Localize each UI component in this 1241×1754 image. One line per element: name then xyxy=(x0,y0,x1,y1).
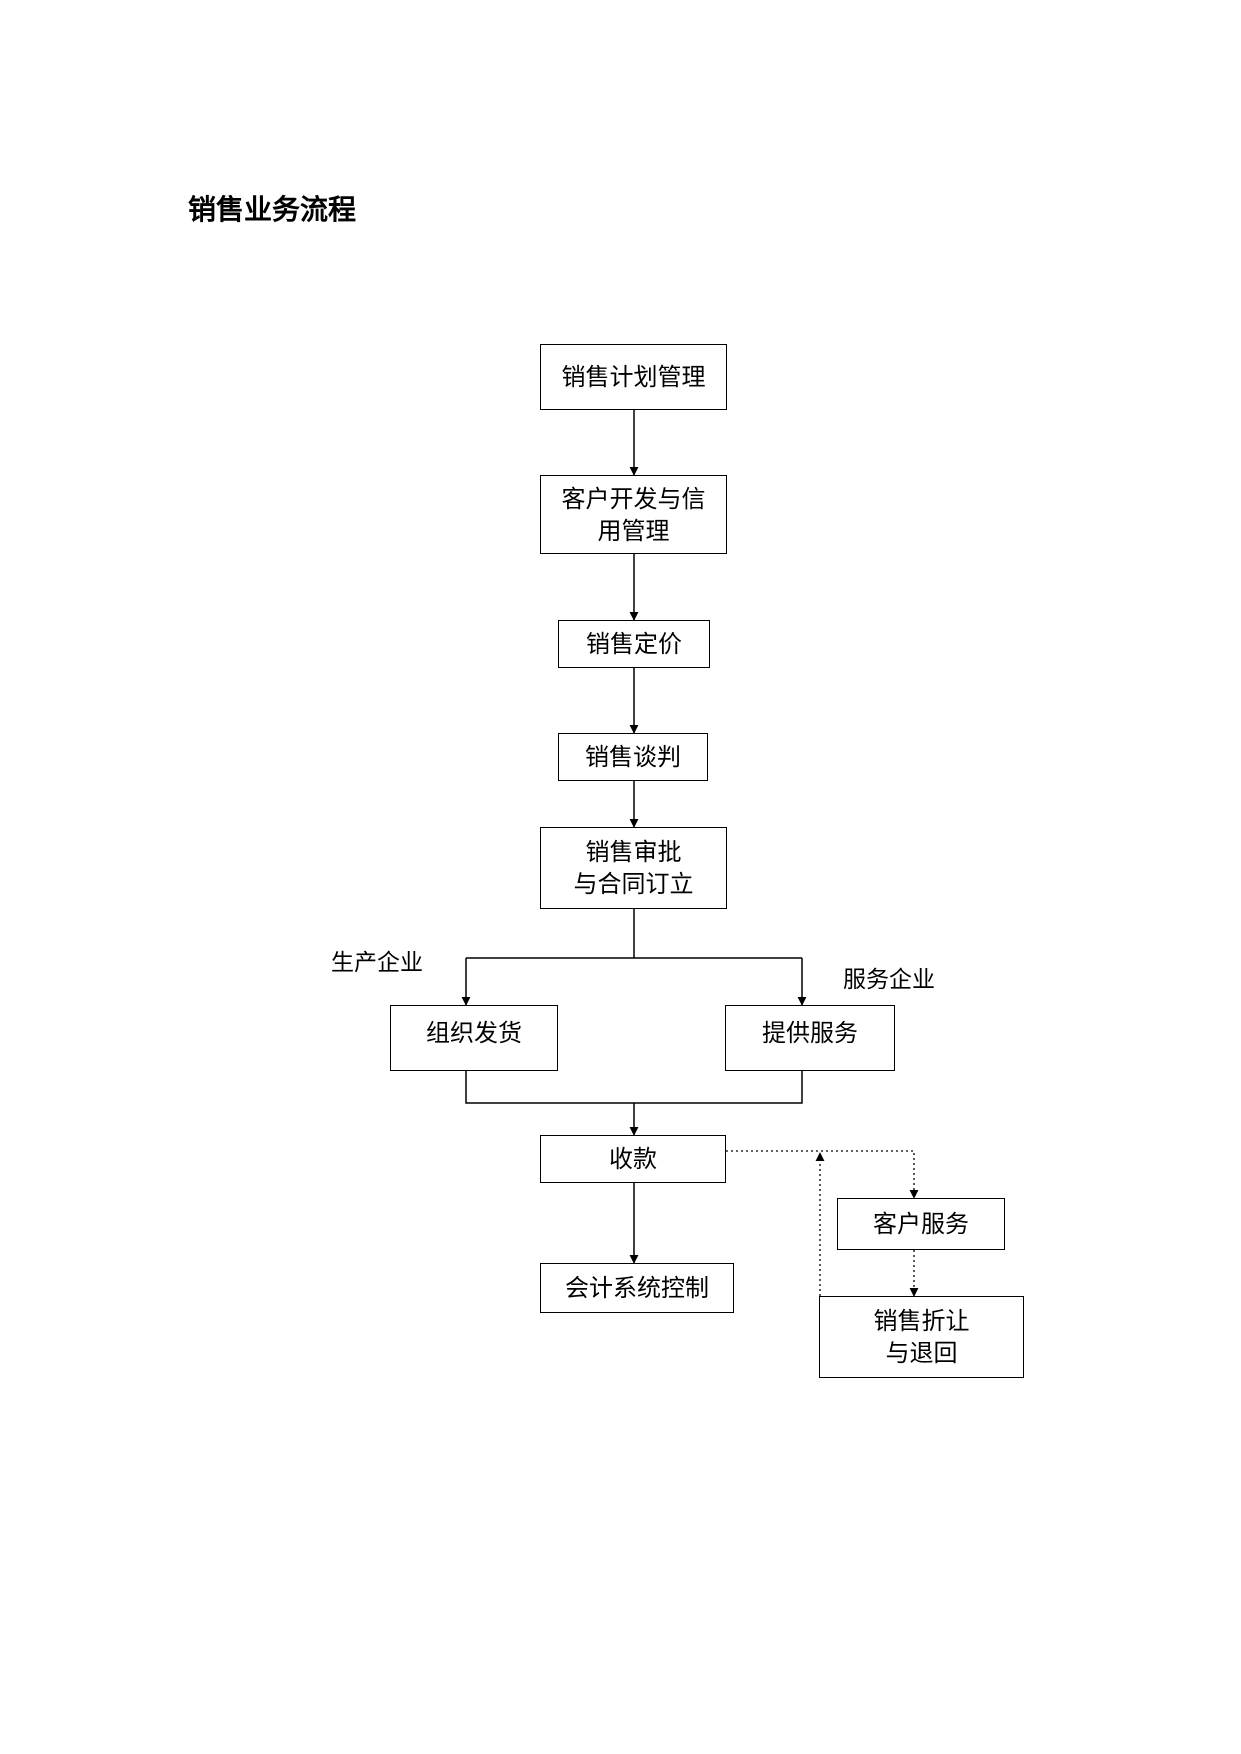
node-sales-negotiation: 销售谈判 xyxy=(558,733,708,781)
branch-label-production: 生产企业 xyxy=(331,950,423,976)
node-sales-pricing: 销售定价 xyxy=(558,620,710,668)
branch-label-service: 服务企业 xyxy=(843,967,935,993)
node-customer-development-credit: 客户开发与信 用管理 xyxy=(540,475,727,554)
node-provide-service: 提供服务 xyxy=(725,1005,895,1071)
node-sales-plan-management: 销售计划管理 xyxy=(540,344,727,410)
node-customer-service: 客户服务 xyxy=(837,1198,1005,1250)
node-sales-returns-allowances: 销售折让 与退回 xyxy=(819,1296,1024,1378)
connector-merge xyxy=(465,1071,803,1104)
node-sales-approval-contract: 销售审批 与合同订立 xyxy=(540,827,727,909)
page-title: 销售业务流程 xyxy=(188,193,357,226)
node-organize-shipping: 组织发货 xyxy=(390,1005,558,1071)
node-collection: 收款 xyxy=(540,1135,726,1183)
node-accounting-control: 会计系统控制 xyxy=(540,1263,734,1313)
